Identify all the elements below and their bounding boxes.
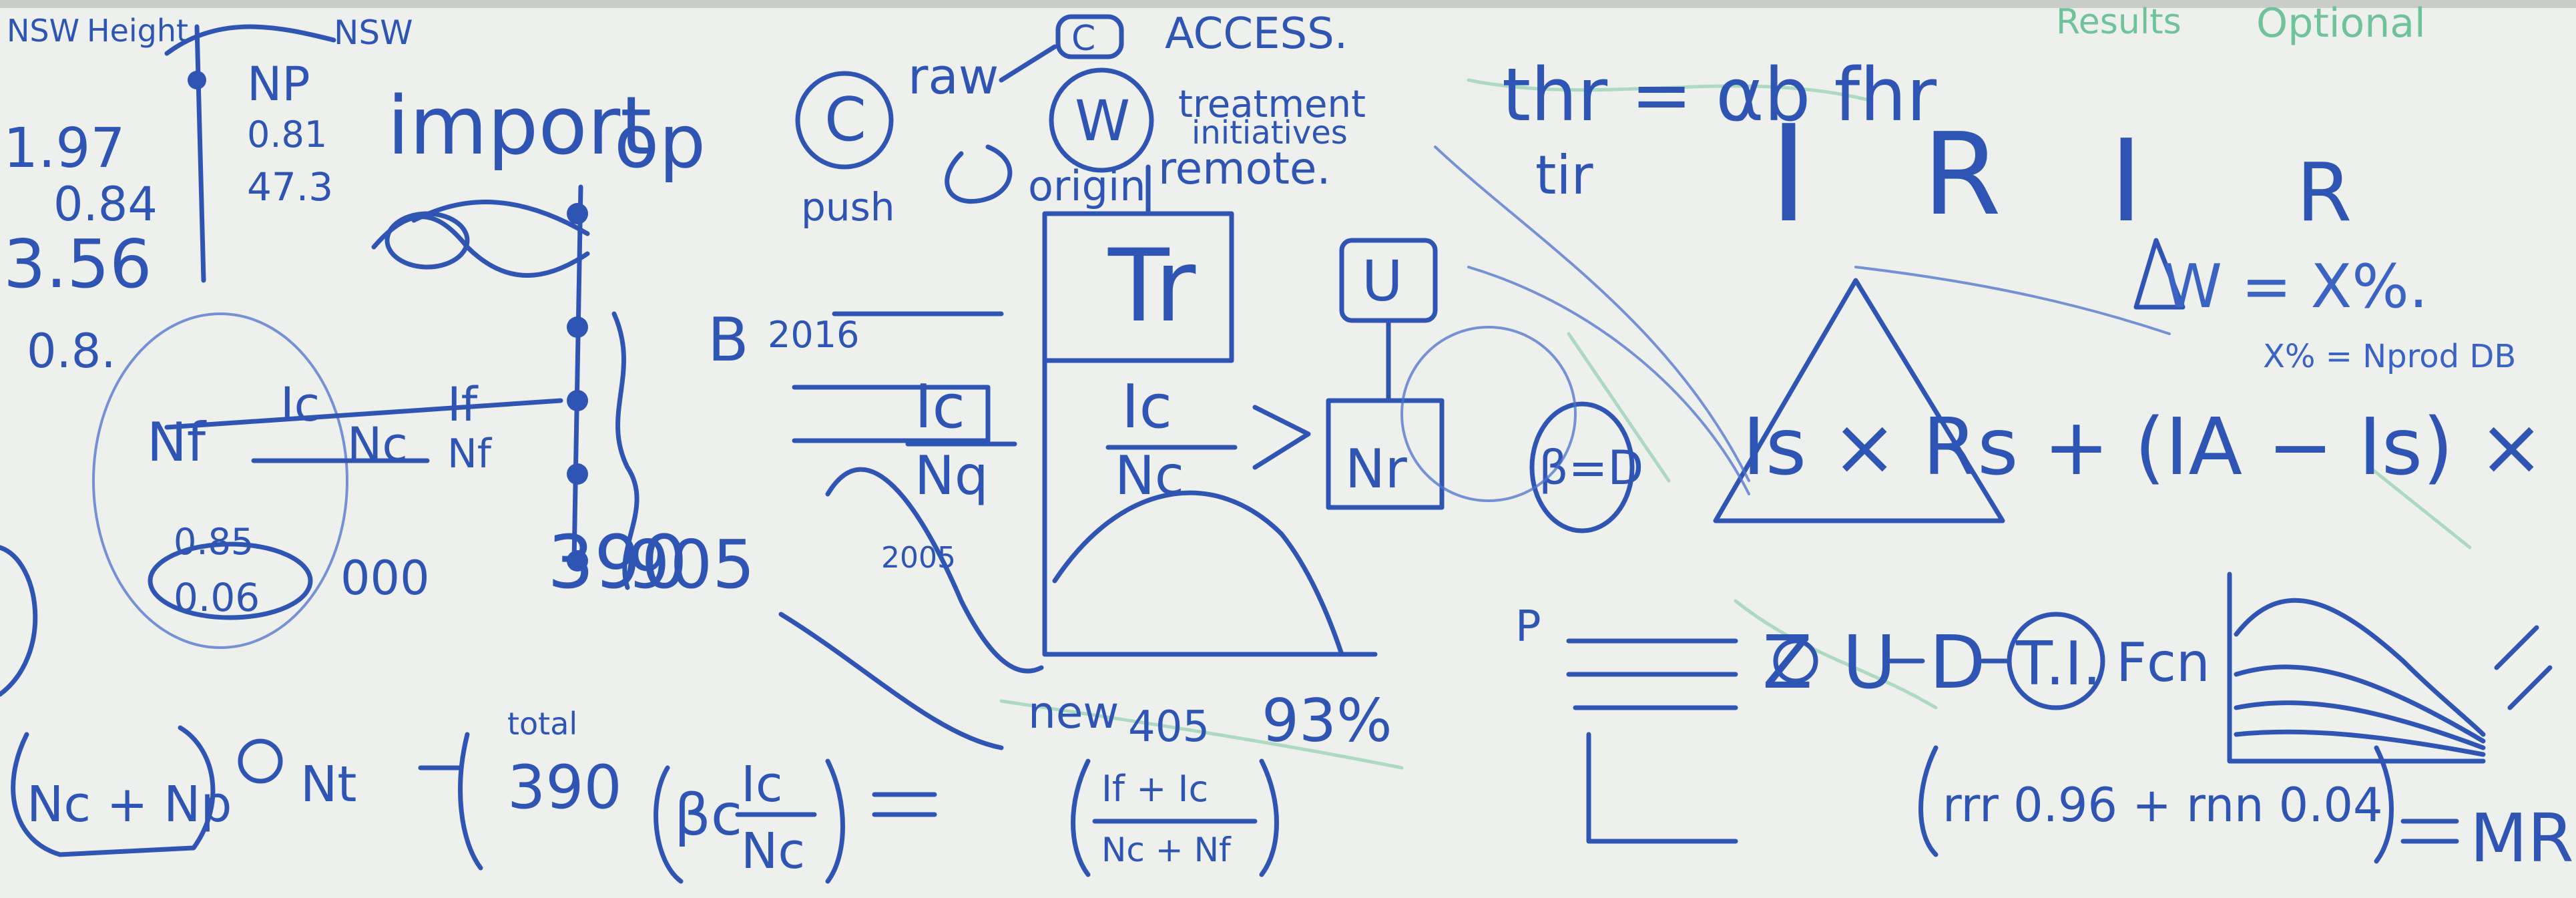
frac-ic-num-2: Ic bbox=[1121, 372, 1172, 442]
eq-w-x: W = X%. bbox=[2163, 252, 2428, 322]
num-3-56: 3.56 bbox=[3, 225, 152, 303]
frac-if-ic: If + Ic bbox=[1101, 768, 1208, 810]
frac-ic-bottom: Ic bbox=[741, 756, 783, 813]
formula-nf-2: Nf bbox=[447, 431, 493, 477]
node-c: C bbox=[824, 85, 866, 155]
text-height: Height bbox=[87, 13, 188, 49]
eq-beta-d: β=D bbox=[1539, 441, 1643, 495]
eq-r-a: R bbox=[2296, 147, 2352, 240]
formula-0-85: 0.85 bbox=[174, 521, 254, 563]
label-initiatives: initiatives bbox=[1192, 114, 1348, 152]
label-new: new bbox=[1028, 687, 1119, 738]
eq-r-big: R bbox=[1922, 109, 2001, 241]
num-1-97: 1.97 bbox=[3, 117, 125, 180]
frac-nc-bottom: Nc bbox=[741, 823, 805, 880]
label-access: ACCESS. bbox=[1165, 9, 1348, 59]
text-op: op bbox=[614, 99, 706, 184]
frac-ic-num: Ic bbox=[915, 372, 965, 442]
formula-ic: Ic bbox=[280, 377, 320, 432]
label-remote: remote. bbox=[1158, 143, 1330, 194]
num-0-81: 0.81 bbox=[247, 114, 327, 156]
board-top-edge bbox=[0, 0, 2576, 8]
label-treatment: treatment bbox=[1178, 83, 1366, 126]
formula-nf: Nf bbox=[147, 411, 207, 473]
eq-rrr: rrr 0.96 + rnn 0.04 bbox=[1943, 778, 2383, 833]
text-nsw-right: NSW bbox=[334, 13, 413, 52]
text-import: import bbox=[387, 80, 652, 173]
access-region: C raw C ACCESS. W treatment initiatives … bbox=[795, 9, 1366, 230]
num-390-bottom: 390 bbox=[507, 752, 622, 823]
formula-beta-c: βc bbox=[674, 782, 742, 849]
node-u: U bbox=[1362, 248, 1402, 314]
num-0-84: 0.84 bbox=[53, 177, 158, 232]
label-2016: 2016 bbox=[768, 314, 859, 356]
label-origin: origin bbox=[1028, 162, 1146, 210]
num-905: 905 bbox=[627, 525, 755, 604]
label-optional: Optional bbox=[2256, 0, 2426, 47]
timeline-dot-3 bbox=[567, 390, 588, 411]
label-total: total bbox=[507, 706, 577, 742]
formula-nc-np: Nc + Np bbox=[27, 776, 232, 833]
right-region: Results Optional thr = αb fhr tir I R I … bbox=[1400, 0, 2576, 877]
node-w: W bbox=[1075, 88, 1130, 154]
dot-marker bbox=[188, 71, 206, 89]
flow-fcn: Fcn bbox=[2116, 632, 2210, 694]
eq-is-rs: Is × Rs + (IA − Is) × RIn bbox=[1742, 401, 2576, 493]
num-47-3: 47.3 bbox=[247, 164, 333, 210]
timeline-dot-5 bbox=[567, 550, 588, 572]
eq-mr: MR bbox=[2470, 799, 2574, 877]
formula-000: 000 bbox=[340, 551, 430, 606]
flow-z: Z bbox=[1762, 620, 1812, 705]
eq-x-nprod: X% = Nprod DB bbox=[2263, 338, 2516, 375]
label-b: B bbox=[708, 305, 749, 375]
node-c-small: C bbox=[1071, 19, 1095, 59]
num-405: 405 bbox=[1128, 702, 1210, 752]
frac-nq-den: Nq bbox=[915, 445, 989, 507]
num-390-top: 390 bbox=[547, 519, 688, 605]
text-np: NP bbox=[247, 57, 310, 111]
node-tr: Tr bbox=[1107, 228, 1196, 345]
frac-nc-den: Nc bbox=[1115, 445, 1184, 507]
timeline-dot-1 bbox=[567, 203, 588, 224]
label-push: push bbox=[801, 184, 895, 230]
num-0-8: 0.8. bbox=[27, 324, 116, 379]
label-raw: raw bbox=[908, 48, 999, 105]
left-region: NSW Height NSW NP 1.97 0.84 3.56 0.8. 0.… bbox=[0, 13, 706, 871]
timeline-dot-4 bbox=[567, 463, 588, 485]
erased-green-marks bbox=[999, 78, 2472, 770]
node-nr: Nr bbox=[1345, 438, 1407, 500]
flow-ti: T.I. bbox=[2015, 629, 2101, 699]
eq-i-big: I bbox=[1769, 97, 1808, 252]
label-results: Results bbox=[2056, 2, 2181, 42]
flow-d: D bbox=[1929, 620, 1986, 705]
timeline-dot-2 bbox=[567, 316, 588, 338]
eq-i-a: I bbox=[2109, 116, 2143, 248]
num-2005: 2005 bbox=[881, 541, 956, 575]
eq-thr: thr = αb fhr bbox=[1502, 52, 1937, 138]
pct-93: 93% bbox=[1262, 686, 1392, 755]
flow-u: U bbox=[1842, 620, 1896, 705]
text-nsw-left: NSW bbox=[7, 13, 79, 49]
formula-nt: Nt bbox=[300, 756, 356, 813]
flow-p: P bbox=[1515, 602, 1541, 652]
center-region: B 2016 Ic Nq Ic Nc Tr U Nr 905 2005 new … bbox=[627, 211, 1445, 884]
frac-nc-nf: Nc + Nf bbox=[1101, 831, 1232, 869]
eq-tir: tir bbox=[1535, 144, 1593, 206]
formula-nc: Nc bbox=[347, 417, 408, 472]
